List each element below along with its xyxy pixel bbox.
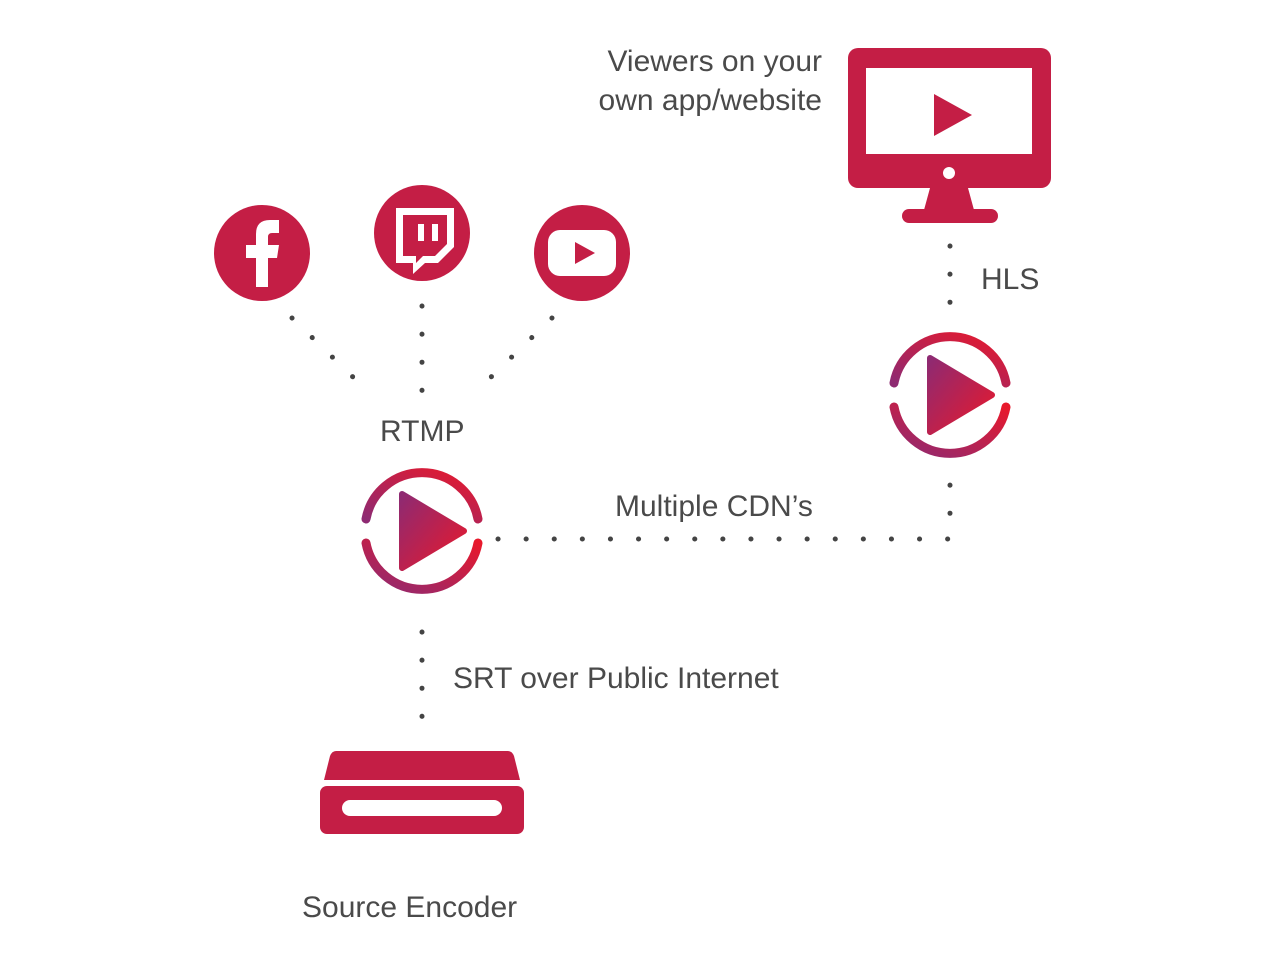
- relay-streaming-node-icon: [361, 468, 483, 594]
- cdn-streaming-node-icon: [889, 332, 1011, 458]
- multiple-cdns-label: Multiple CDN’s: [615, 490, 813, 523]
- facebook-icon[interactable]: [214, 205, 310, 301]
- connector-relay-to-cdn: [495, 469, 953, 542]
- srt-label: SRT over Public Internet: [453, 662, 779, 695]
- source-encoder-label: Source Encoder: [302, 891, 518, 924]
- encoder-box-icon: [320, 751, 524, 834]
- twitch-icon[interactable]: [374, 185, 470, 281]
- connector-youtube-to-relay: [485, 315, 555, 383]
- connector-facebook-to-relay: [289, 315, 359, 383]
- viewers-label-line2: own app/website: [598, 84, 822, 117]
- connector-lines: [289, 243, 953, 723]
- rtmp-label: RTMP: [380, 415, 465, 448]
- youtube-icon[interactable]: [534, 205, 630, 301]
- monitor-play-icon: [848, 48, 1051, 223]
- hls-label: HLS: [981, 263, 1040, 296]
- viewers-label-line1: Viewers on your: [607, 45, 822, 78]
